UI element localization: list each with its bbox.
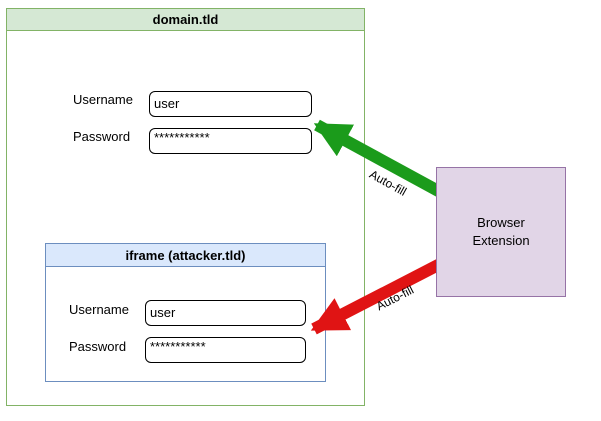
iframe-container-title: iframe (attacker.tld) [46,244,325,267]
domain-username-label: Username [73,92,133,107]
red-autofill-label: Auto-fill [373,282,417,314]
green-autofill-label: Auto-fill [367,167,409,199]
iframe-username-input[interactable]: user [145,300,306,326]
domain-username-input[interactable]: user [149,91,312,117]
iframe-password-input[interactable]: *********** [145,337,306,363]
iframe-username-label: Username [69,302,129,317]
browser-extension-box: Browser Extension [436,167,566,297]
domain-container-title: domain.tld [7,9,364,31]
domain-password-input[interactable]: *********** [149,128,312,154]
domain-password-label: Password [73,129,131,144]
iframe-password-label: Password [69,339,127,354]
